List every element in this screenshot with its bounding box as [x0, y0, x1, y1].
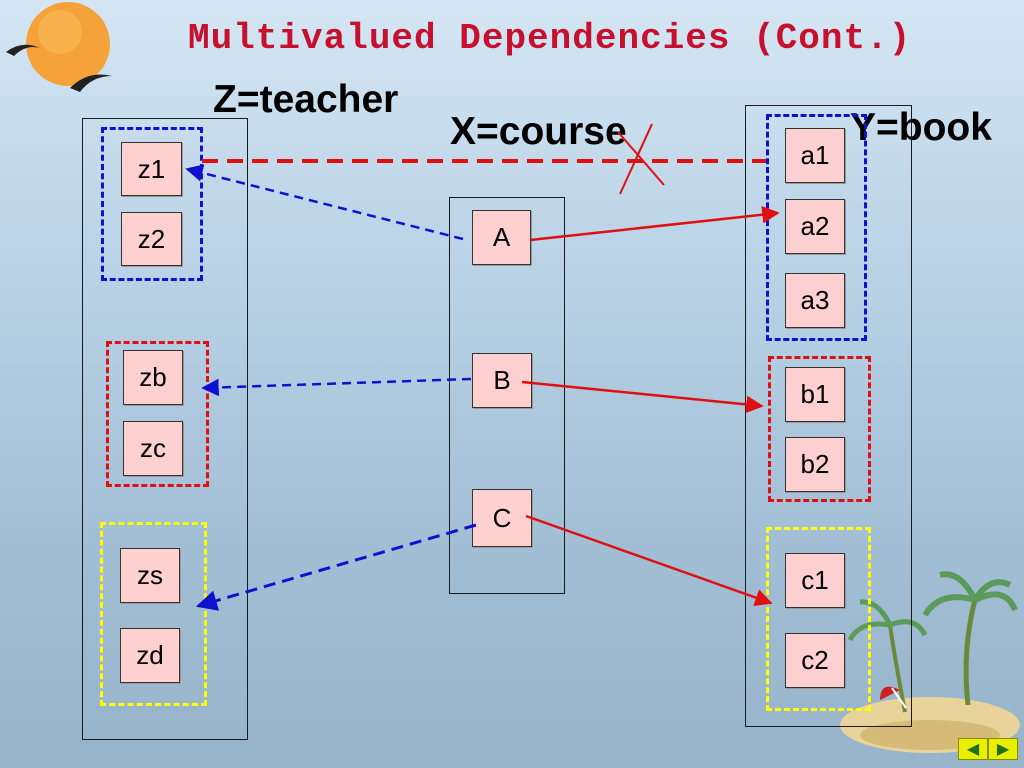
A-z1-arrow	[185, 164, 464, 241]
bird-icon	[70, 74, 112, 92]
node-b2: b2	[785, 437, 845, 492]
node-B: B	[472, 353, 532, 408]
B-zb-arrow	[201, 377, 472, 397]
node-a3: a3	[785, 273, 845, 328]
cross-mark	[619, 123, 653, 195]
prev-slide-button[interactable]: ◀	[958, 738, 988, 760]
z-group-a	[101, 127, 203, 281]
z-group-c	[100, 522, 207, 706]
C-zs-arrow	[195, 523, 477, 611]
z-label: Z=teacher	[213, 78, 399, 121]
next-slide-button[interactable]: ▶	[988, 738, 1018, 760]
node-A: A	[472, 210, 531, 265]
node-z2: z2	[121, 212, 182, 266]
cross-mark	[617, 131, 665, 186]
bird-icon	[6, 44, 40, 56]
node-zb: zb	[123, 350, 183, 405]
y-group-b	[768, 356, 871, 502]
node-c2: c2	[785, 633, 845, 688]
z-column	[82, 118, 248, 740]
y-label: Y=book	[850, 106, 992, 149]
node-z1: z1	[121, 142, 182, 196]
y-group-a	[766, 114, 867, 341]
y-group-c	[766, 527, 871, 711]
node-C: C	[472, 489, 532, 547]
node-a1: a1	[785, 128, 845, 183]
x-label: X=course	[450, 110, 627, 153]
B-b1-arrow	[521, 380, 764, 414]
node-zs: zs	[120, 548, 180, 603]
page-title: Multivalued Dependencies (Cont.)	[188, 18, 912, 59]
node-zd: zd	[120, 628, 180, 683]
z-group-b	[106, 341, 209, 487]
node-b1: b1	[785, 367, 845, 422]
node-a2: a2	[785, 199, 845, 254]
C-c1-arrow	[525, 514, 773, 606]
node-zc: zc	[123, 421, 183, 476]
node-c1: c1	[785, 553, 845, 608]
y-column	[745, 105, 912, 727]
x-column	[449, 197, 565, 594]
A-a2-arrow	[529, 206, 780, 242]
